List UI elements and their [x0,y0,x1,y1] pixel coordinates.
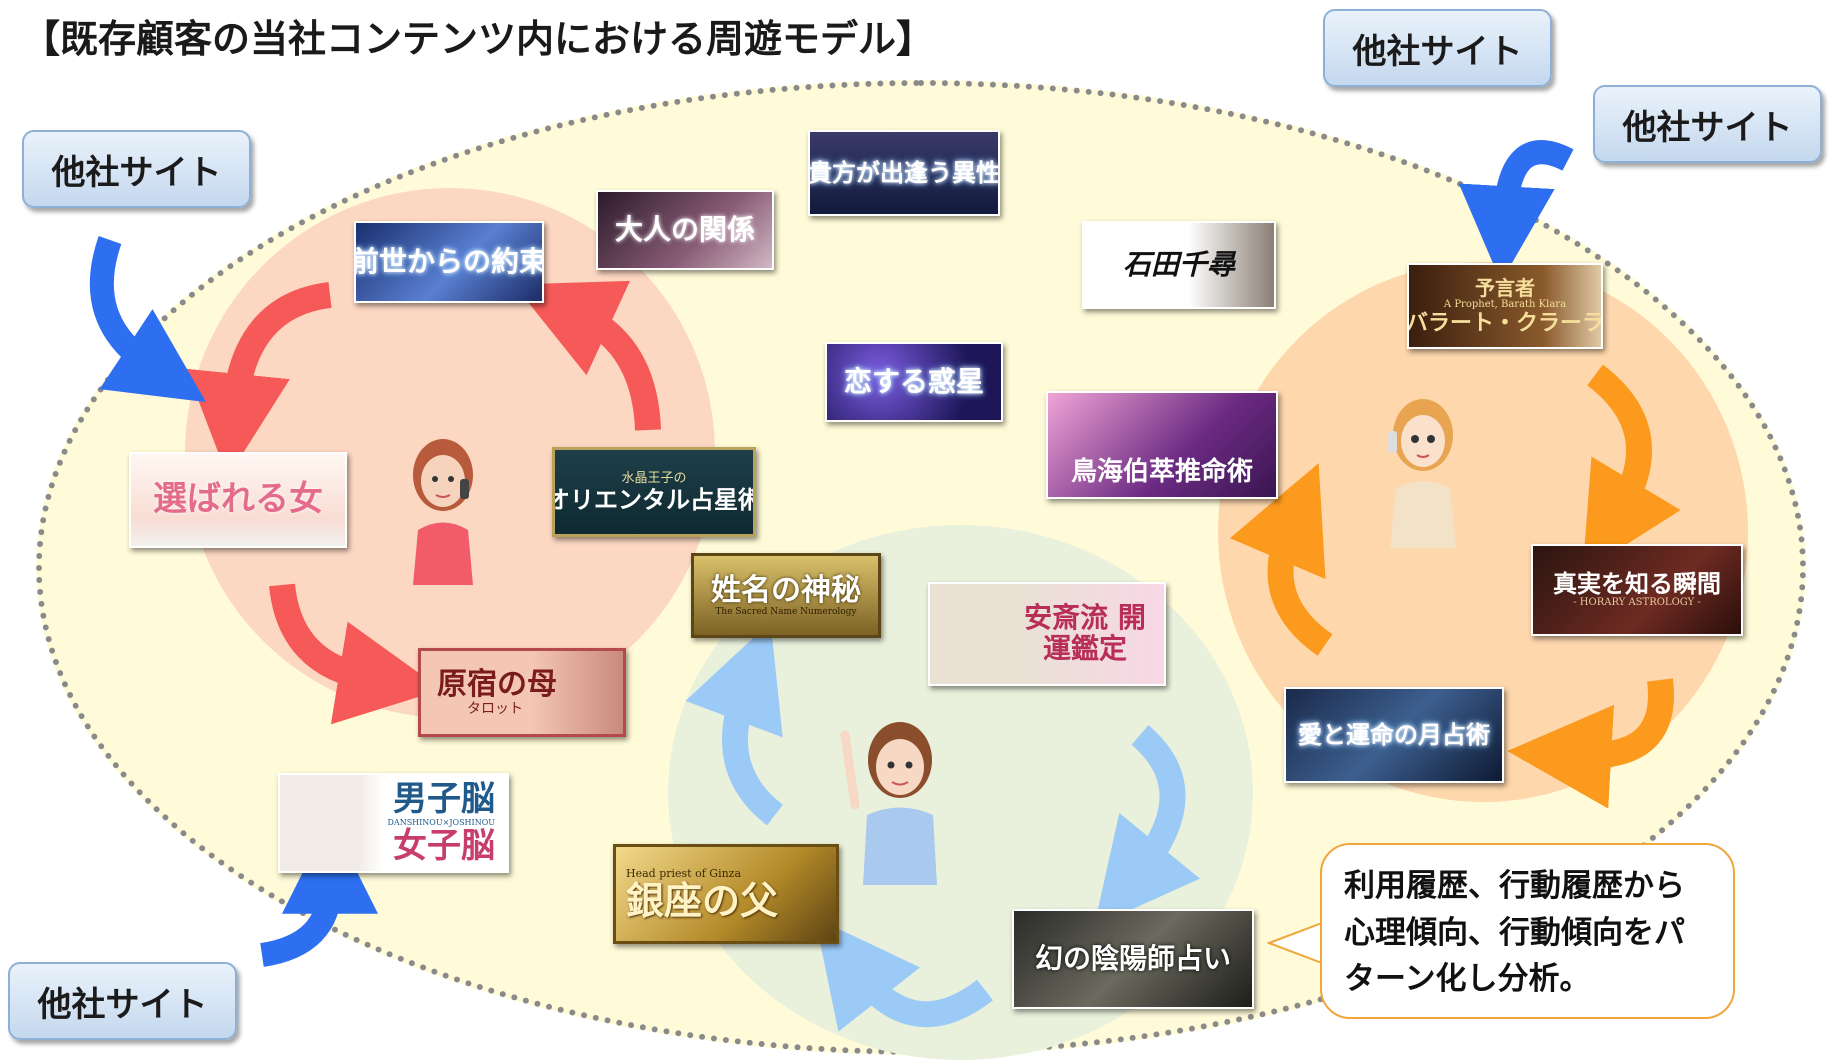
banner-erabareru-onna[interactable]: 選ばれる女 [129,452,347,548]
banner-yogensha-barath-klara[interactable]: 予言者 A Prophet, Barath Klara バラート・クラーラ [1407,263,1603,349]
banner-ginza-no-chichi[interactable]: Head priest of Ginza 銀座の父 [613,844,839,944]
banner-chokai-hakusui-suimeijutsu[interactable]: 鳥海伯萃推命術 [1046,391,1278,499]
external-site-button-right[interactable]: 他社サイト [1593,85,1822,163]
banner-harajuku-no-haha[interactable]: 原宿の母 タロット [418,648,626,737]
blue-arrow-bottom-left [259,817,378,967]
light-blue-arrow-2 [1094,725,1201,927]
banner-koisuru-wakusei[interactable]: 恋する惑星 [825,342,1003,422]
banner-oriental-senseijutsu[interactable]: 水晶王子の オリエンタル占星術 [552,447,756,537]
light-blue-arrow-1 [685,621,784,826]
banner-danshinou-joshinou[interactable]: 男子脳 DANSHINOU×JOSHINOU 女子脳 [278,773,509,873]
banner-seimei-no-shinpi[interactable]: 姓名の神秘 The Sacred Name Numerology [691,553,881,638]
woman-phone-blonde-icon [1368,393,1478,548]
orange-arrow-3 [1229,463,1333,656]
page-title: 【既存顧客の当社コンテンツ内における周遊モデル】 [22,17,935,61]
banner-yasusai-ryu-kaiun-kantei[interactable]: 安斎流 開運鑑定 [928,582,1166,686]
blue-arrow-left [89,236,207,403]
external-site-button-left[interactable]: 他社サイト [22,130,251,208]
banner-ishida-chihiro[interactable]: 石田千尋 [1082,221,1276,309]
woman-pointing-icon [835,715,965,885]
red-arrow-2 [269,583,442,725]
banner-shinjitsu-wo-shiru-shunkan[interactable]: 真実を知る瞬間 - HORARY ASTROLOGY - [1531,544,1743,636]
red-arrow-3 [513,280,661,431]
blue-arrow-top-right [1458,140,1574,283]
banner-anata-ga-deau-isei[interactable]: 貴方が出逢う異性 [808,130,1000,216]
banner-zense-kara-no-yakusoku[interactable]: 前世からの約束 [354,221,544,303]
orange-arrow-2 [1507,678,1674,809]
woman-phone-icon [383,435,503,585]
external-site-button-bottom[interactable]: 他社サイト [8,962,237,1040]
banner-maboroshi-no-onmyoji-uranai[interactable]: 幻の陰陽師占い [1012,909,1254,1009]
red-arrow-1 [186,282,332,478]
analysis-note: 利用履歴、行動履歴から心理傾向、行動傾向をパターン化し分析。 [1320,843,1735,1019]
banner-ai-to-unmei-no-tsukiusenjutsu[interactable]: 愛と運命の月占術 [1284,687,1504,783]
orange-arrow-1 [1582,364,1681,573]
external-site-button-top[interactable]: 他社サイト [1323,9,1552,87]
light-blue-arrow-3 [814,917,994,1032]
banner-otona-no-kankei[interactable]: 大人の関係 [596,190,774,270]
note-callout-tail [1267,922,1323,964]
